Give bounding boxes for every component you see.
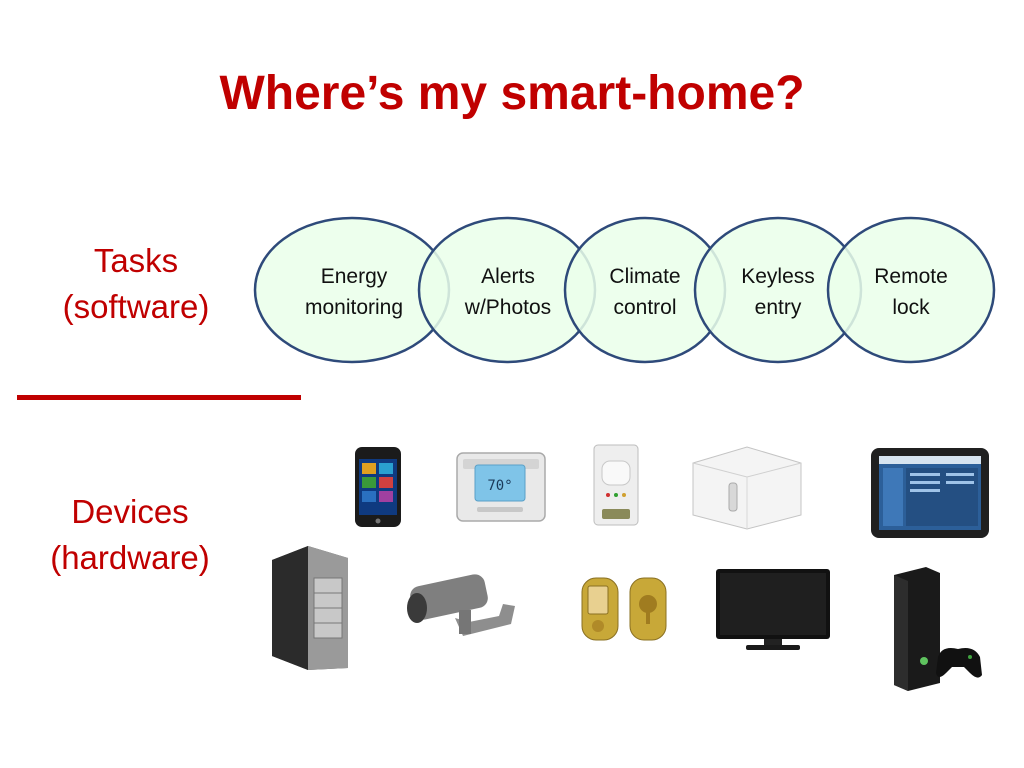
- task-alerts-line1: Alerts: [481, 265, 535, 288]
- thermostat-display: 70°: [487, 478, 512, 494]
- task-energy-line1: Energy: [320, 265, 388, 288]
- task-climate-line1: Climate: [609, 265, 681, 288]
- task-climate: Climate control: [580, 261, 710, 323]
- task-alerts-line2: w/Photos: [464, 296, 552, 319]
- network-hub-icon: [692, 446, 802, 530]
- television-icon: [716, 569, 830, 650]
- task-keyless: Keyless entry: [713, 261, 843, 323]
- game-console-icon: [894, 567, 982, 691]
- door-lock-icon: [581, 577, 667, 641]
- devices-label-line2: (hardware): [50, 539, 210, 576]
- tasks-label: Tasks (software): [6, 238, 266, 330]
- motion-sensor-icon: [593, 444, 639, 526]
- task-remote-line2: lock: [892, 296, 930, 319]
- task-keyless-line1: Keyless: [741, 265, 815, 288]
- tasks-label-line2: (software): [62, 288, 210, 325]
- slide-title: Where’s my smart-home?: [219, 67, 805, 120]
- tablet-icon: [871, 448, 989, 538]
- divider-line: [17, 395, 301, 400]
- server-tower-icon: [272, 546, 348, 670]
- tasks-label-line1: Tasks: [93, 242, 179, 279]
- devices-label-line1: Devices: [71, 493, 189, 530]
- devices-label: Devices (hardware): [0, 489, 260, 581]
- smartphone-icon: [355, 447, 401, 527]
- task-energy: Energy monitoring: [289, 261, 419, 323]
- thermostat-icon: 70°: [456, 452, 546, 522]
- task-keyless-line2: entry: [754, 296, 802, 319]
- task-remote-line1: Remote: [874, 265, 948, 288]
- task-energy-line2: monitoring: [304, 296, 404, 319]
- security-camera-icon: [407, 574, 515, 636]
- task-remote: Remote lock: [846, 261, 976, 323]
- task-circle-remote: [826, 216, 996, 364]
- task-alerts: Alerts w/Photos: [443, 261, 573, 323]
- task-climate-line2: control: [613, 296, 677, 319]
